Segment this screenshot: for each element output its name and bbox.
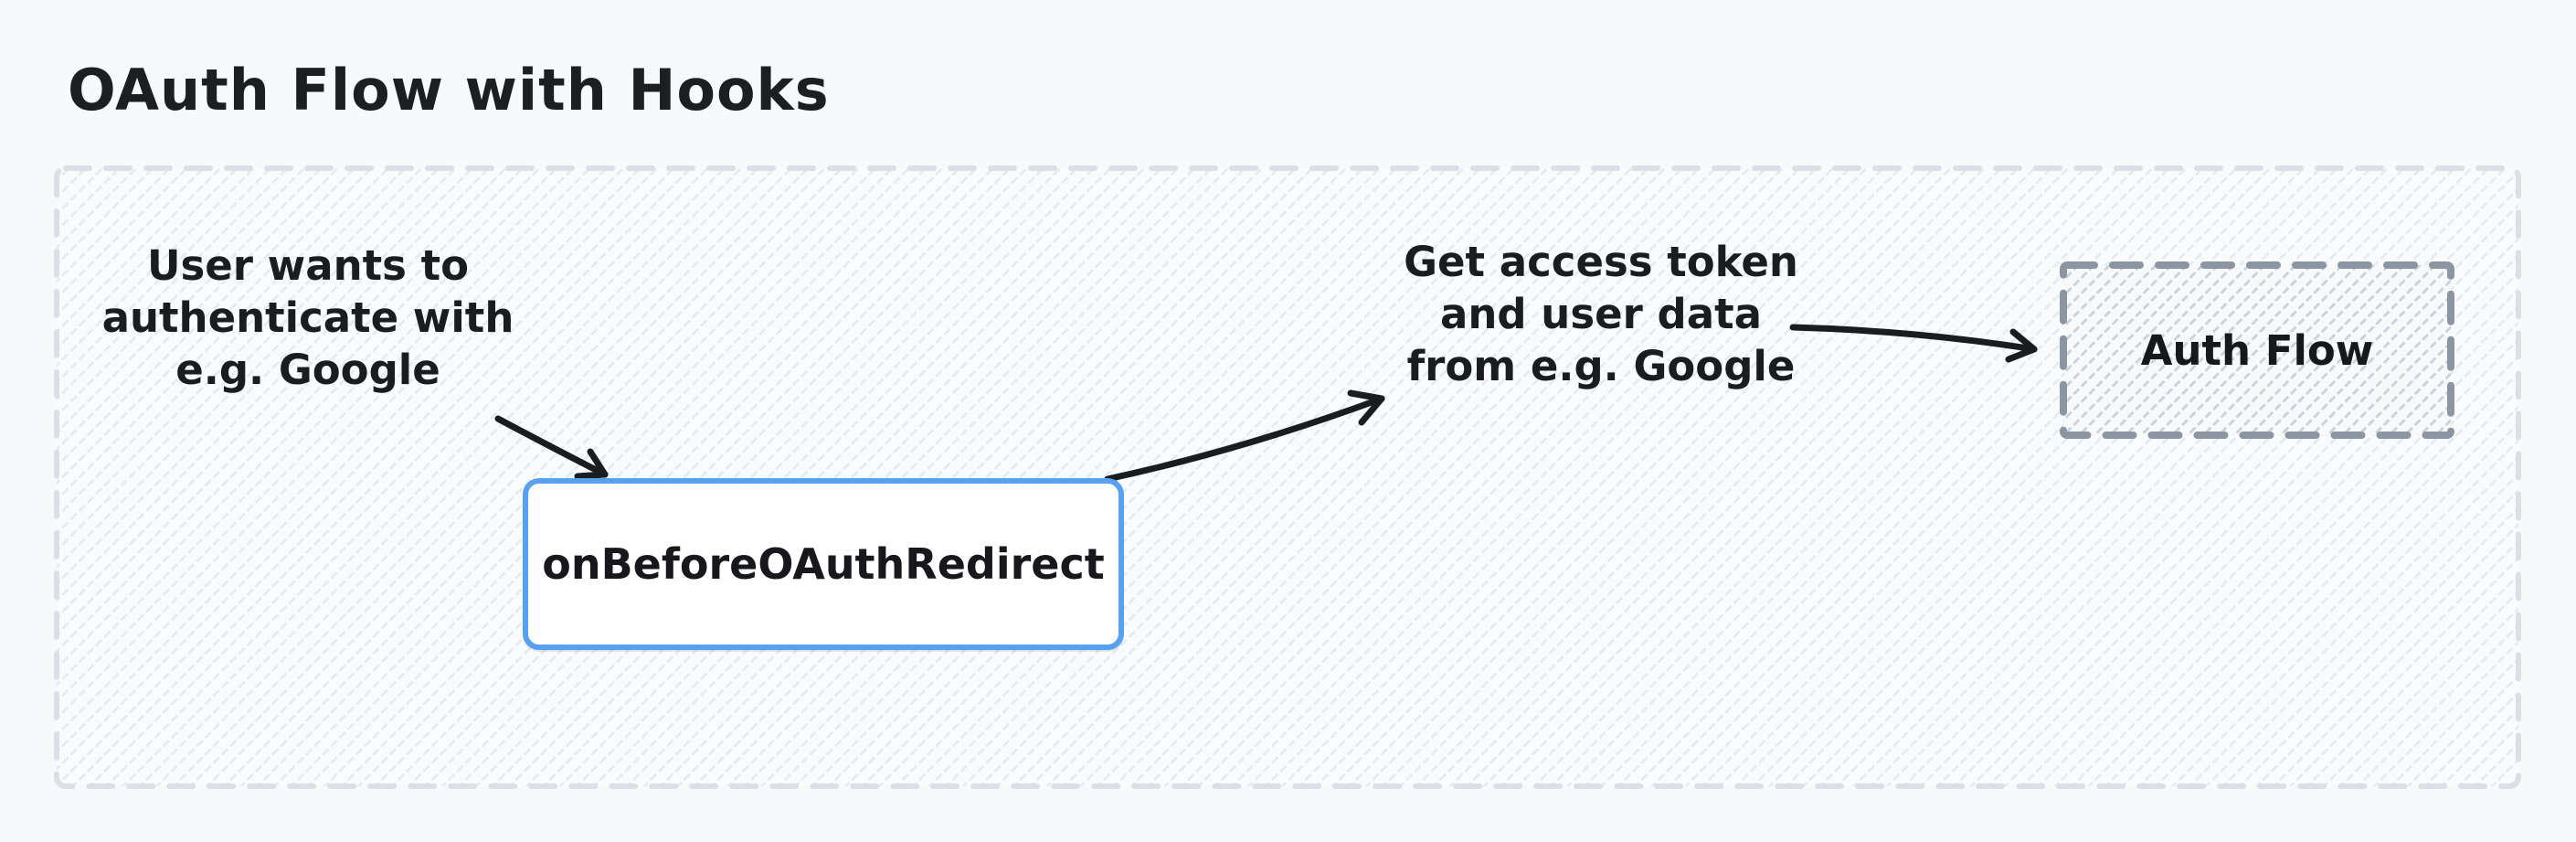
auth-flow-node: Auth Flow bbox=[2063, 265, 2451, 435]
auth-flow-node-shape bbox=[2060, 261, 2454, 439]
arrow-hook-to-token bbox=[1104, 389, 1385, 483]
note-line: e.g. Google bbox=[175, 346, 440, 394]
note-line: User wants to bbox=[146, 241, 470, 290]
arrow-user-to-hook bbox=[494, 415, 609, 480]
note-get-access-token: Get access token and user data from e.g.… bbox=[1377, 236, 1825, 392]
note-line: Get access token bbox=[1404, 238, 1798, 286]
hook-node-label: onBeforeOAuthRedirect bbox=[542, 539, 1105, 589]
note-line: from e.g. Google bbox=[1406, 342, 1796, 390]
page-title: OAuth Flow with Hooks bbox=[68, 57, 830, 123]
note-user-authenticate: User wants to authenticate with e.g. Goo… bbox=[84, 240, 532, 396]
note-line: and user data bbox=[1440, 290, 1762, 338]
arrow-token-to-authflow bbox=[1789, 324, 2038, 363]
auth-flow-node-label: Auth Flow bbox=[2140, 325, 2374, 375]
hook-node-onbeforeoauthredirect: onBeforeOAuthRedirect bbox=[523, 478, 1124, 650]
note-line: authenticate with bbox=[101, 293, 514, 342]
